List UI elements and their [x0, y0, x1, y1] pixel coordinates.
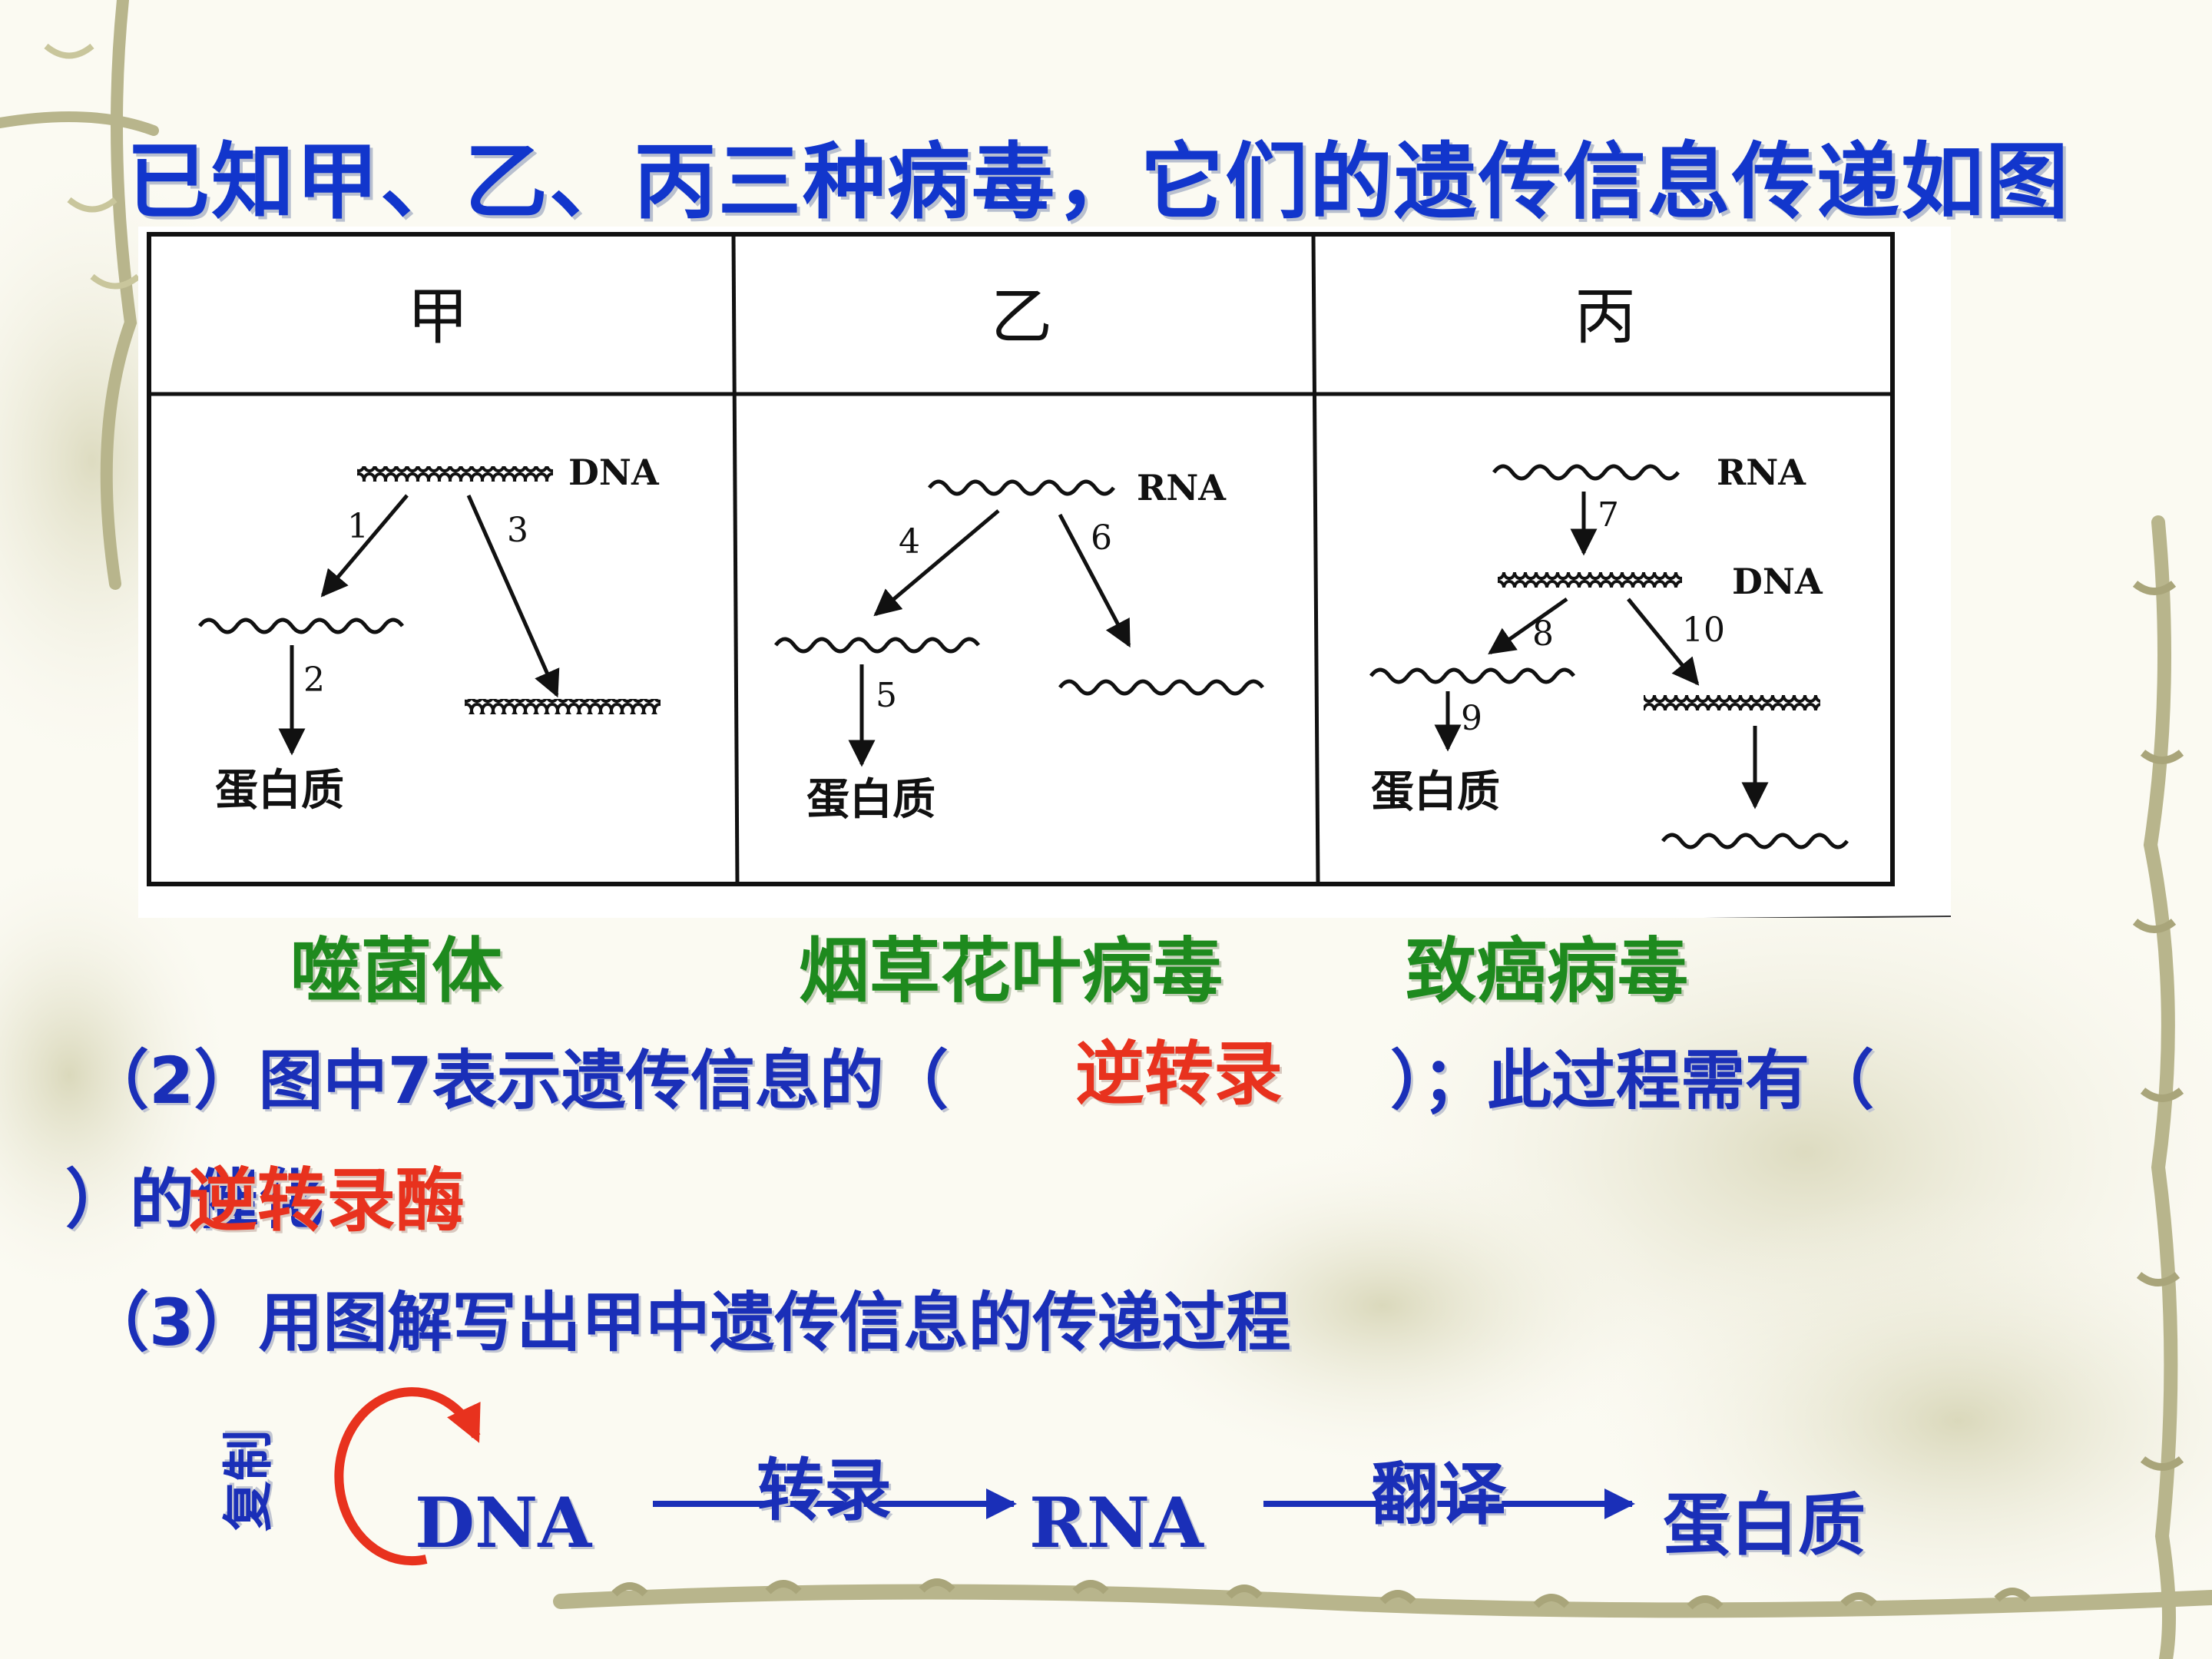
dna-strand	[357, 466, 553, 482]
step-1: 1	[347, 507, 369, 546]
virus-name-phage: 噬菌体	[290, 930, 503, 1012]
label-protein: 蛋白质	[215, 766, 344, 816]
answer-reverse-transcriptase: 逆转录酶	[188, 1161, 465, 1241]
header-yi: 乙	[991, 281, 1052, 353]
dna-strand	[465, 699, 661, 714]
step-10: 10	[1682, 611, 1725, 650]
flow-protein: 蛋白质	[1663, 1485, 1866, 1565]
question2-part3: ）的催化	[65, 1162, 324, 1237]
header-jia: 甲	[407, 281, 469, 353]
flow-dna: DNA	[415, 1482, 592, 1564]
step-4: 4	[899, 522, 920, 561]
label-rna: RNA	[1717, 452, 1806, 493]
slide-title: 已知甲、乙、丙三种病毒，它们的遗传信息传递如图	[127, 134, 2071, 230]
question2-part2: ）；此过程需有（	[1390, 1043, 1875, 1118]
flow-rna: RNA	[1029, 1482, 1204, 1564]
translation-label: 翻译	[1371, 1455, 1507, 1534]
arrow-8	[1488, 597, 1568, 655]
step-8: 8	[1532, 614, 1554, 654]
arrow-3	[466, 494, 560, 698]
rna-strand	[1492, 464, 1680, 481]
rna-strand	[198, 618, 404, 634]
label-protein: 蛋白质	[1371, 767, 1500, 817]
replication-arrow	[334, 1387, 481, 1566]
label-dna: DNA	[568, 452, 660, 493]
rna-strand	[1369, 667, 1575, 684]
arrow-1	[320, 494, 409, 598]
arrow-6	[1058, 513, 1131, 648]
virus-name-tmv: 烟草花叶病毒	[799, 930, 1224, 1012]
step-9: 9	[1461, 699, 1482, 738]
arrow-10	[1627, 598, 1700, 686]
arrow-4	[873, 509, 1000, 617]
header-bing: 丙	[1575, 281, 1636, 353]
rna-strand	[1058, 679, 1264, 696]
flow-diagram	[334, 1387, 1635, 1566]
step-5: 5	[876, 676, 897, 715]
dna-strand	[1644, 695, 1820, 710]
step-2: 2	[303, 661, 325, 700]
virus-name-oncovirus: 致癌病毒	[1406, 930, 1689, 1012]
dna-strand	[1498, 572, 1682, 588]
diagram-frame	[147, 232, 1895, 886]
transcription-label: 转录	[757, 1451, 892, 1530]
step-7: 7	[1598, 495, 1619, 535]
label-dna: DNA	[1732, 561, 1823, 602]
question3-text: （3）用图解写出甲中遗传信息的传递过程	[84, 1285, 1291, 1360]
answer-reverse-transcription: 逆转录	[1075, 1034, 1283, 1114]
rna-strand	[928, 479, 1115, 496]
label-protein: 蛋白质	[806, 775, 935, 825]
virus-info-diagram: 甲 乙 丙 DNA 1 3 2 蛋白质 RNA 4 6 5 蛋白质 RNA 7 …	[138, 227, 1951, 918]
step-6: 6	[1091, 518, 1112, 558]
hidden-text-catalysis: 催化	[194, 1162, 324, 1237]
label-rna: RNA	[1137, 467, 1227, 508]
step-3: 3	[507, 511, 528, 550]
rna-strand	[774, 637, 980, 654]
rna-strand	[1661, 833, 1849, 849]
question2-part1: （2）图中7表示遗传信息的（	[84, 1043, 949, 1118]
replication-label: 复制	[219, 1430, 278, 1532]
